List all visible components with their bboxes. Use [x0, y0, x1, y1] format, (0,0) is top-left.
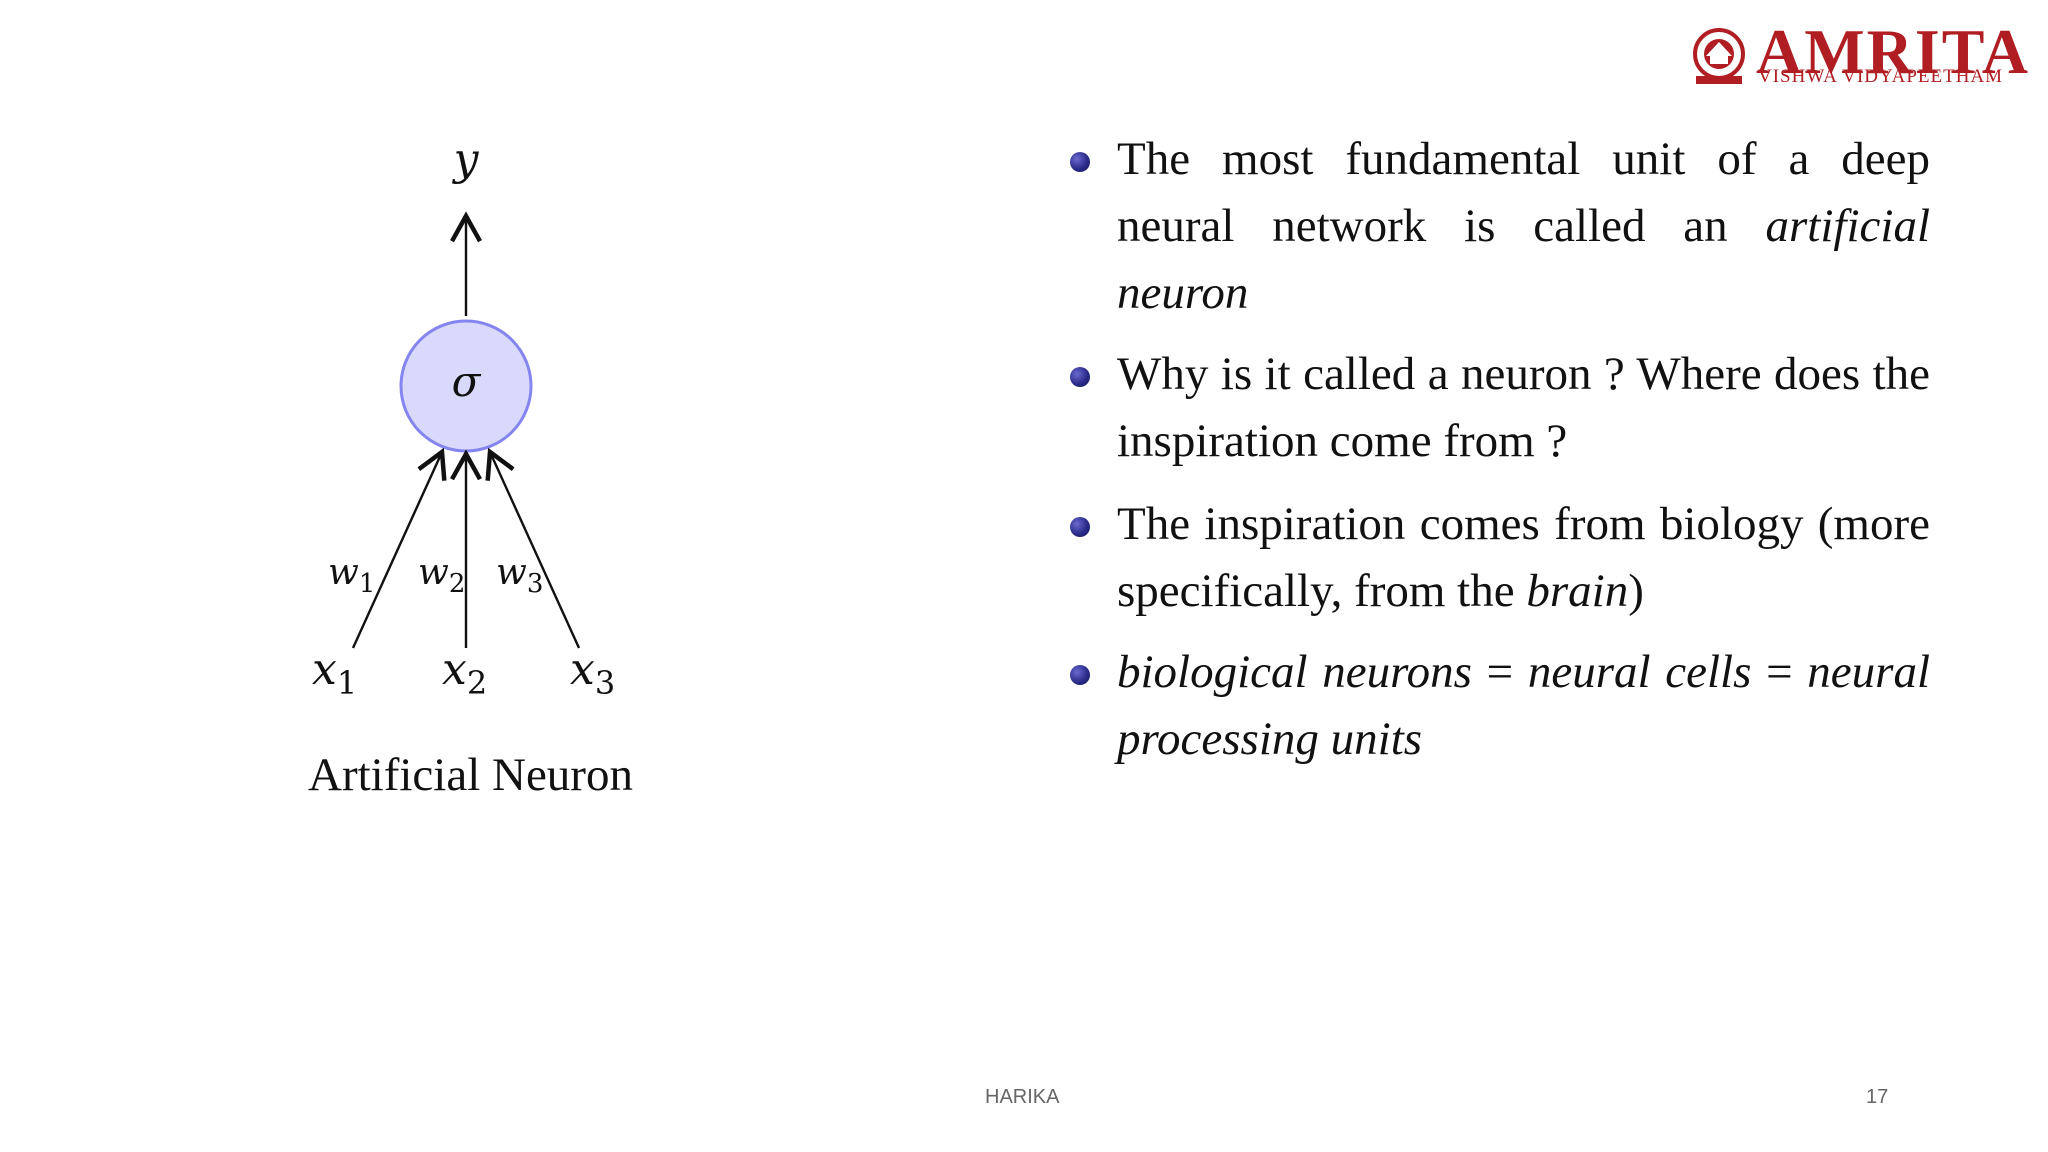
input-edge-3: [485, 447, 581, 649]
logo-subtitle: VISHWA VIDYAPEETHAM: [1758, 66, 2004, 87]
bullet-item-3: The inspiration comes from biology (more…: [1060, 491, 1930, 625]
bullet-dot-icon: [1070, 665, 1090, 685]
bullet-term-a: biological neurons: [1117, 646, 1472, 698]
footer-author: HARIKA: [985, 1086, 1060, 1108]
input-label-3: x3: [570, 644, 615, 702]
diagram-caption: Artificial Neuron: [308, 749, 633, 801]
equals-sign: =: [1751, 646, 1808, 698]
emblem-icon: [1693, 28, 1745, 84]
bullet-emphasis: artificial neuron: [1117, 200, 1930, 319]
bullet-text: The most fundamental unit of a deep neur…: [1117, 133, 1930, 252]
artificial-neuron-diagram: y σ w1 w2 w3 x1 x2 x3: [312, 140, 615, 702]
weight-label-2: w2: [418, 552, 465, 599]
amrita-logo: AMRITA VISHWA VIDYAPEETHAM: [1688, 16, 2038, 94]
bullet-term-c: neural processing units: [1117, 646, 1931, 765]
weight-label-1: w1: [328, 552, 375, 599]
bullet-text-end: ): [1628, 565, 1644, 617]
bullet-text: Why is it called a neuron ? Where does t…: [1117, 348, 1930, 467]
bullet-item-1: The most fundamental unit of a deep neur…: [1060, 126, 1930, 327]
equals-sign: =: [1471, 646, 1528, 698]
bullet-dot-icon: [1070, 367, 1090, 387]
input-edge-1: [351, 447, 447, 649]
input-label-1: x1: [312, 644, 357, 702]
bullet-emphasis: brain: [1526, 565, 1629, 617]
bullet-dot-icon: [1070, 517, 1090, 537]
bullet-item-2: Why is it called a neuron ? Where does t…: [1060, 341, 1930, 475]
bullet-dot-icon: [1070, 152, 1090, 172]
bullet-list: The most fundamental unit of a deep neur…: [1060, 126, 1930, 787]
sigma-label: σ: [452, 357, 482, 406]
bullet-item-4: biological neurons = neural cells = neur…: [1060, 639, 1930, 773]
bullet-term-b: neural cells: [1527, 646, 1752, 698]
input-label-2: x2: [442, 644, 487, 702]
bullet-text: The inspiration comes from biology (more…: [1117, 498, 1930, 617]
weight-label-3: w3: [496, 552, 543, 599]
logo-wordmark: AMRITA: [1756, 16, 2030, 87]
output-label: y: [452, 140, 480, 185]
page-number: 17: [1866, 1086, 1889, 1108]
